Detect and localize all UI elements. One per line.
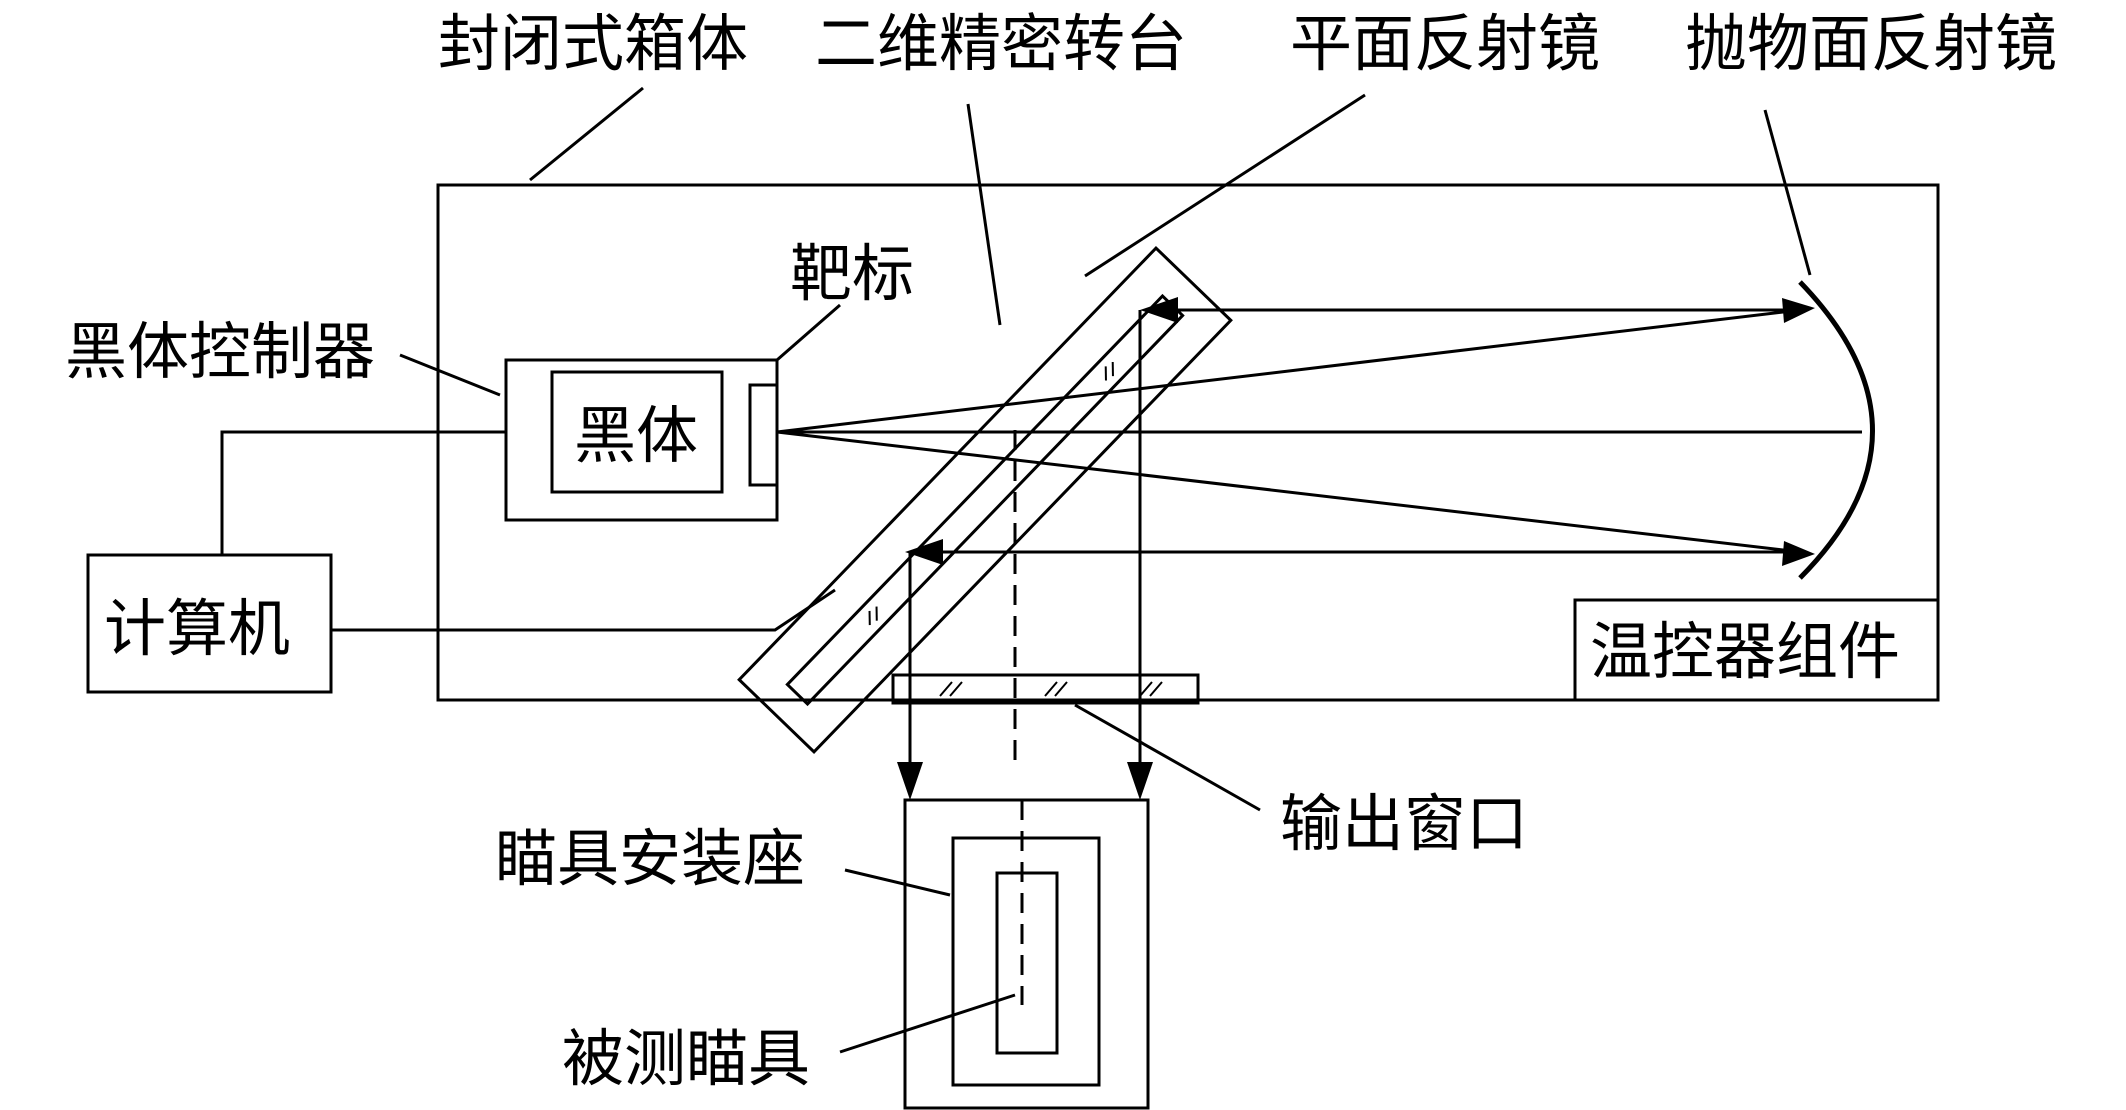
blackbody-box [550, 370, 724, 494]
label-plane-mirror: 平面反射镜 [1290, 7, 1600, 80]
window-glass-mark [1149, 681, 1163, 697]
mirror-glass-mark [875, 606, 878, 621]
leader-blackbody-controller [399, 353, 501, 397]
label-temp-controller: 温控器组件 [1590, 615, 1900, 688]
window-glass-mark [1054, 681, 1068, 697]
ray-arrowhead [1140, 297, 1178, 323]
label-blackbody-controller: 黑体控制器 [65, 315, 375, 388]
output-window [891, 673, 1200, 705]
parabolic-mirror [1798, 280, 1875, 580]
plane-mirror [785, 293, 1185, 707]
leader-sight-mount [844, 868, 951, 897]
wire-computer-turntable [331, 588, 836, 632]
leader-output-window [1074, 703, 1261, 812]
label-sight-mount: 瞄具安装座 [495, 822, 805, 895]
leader-sealed-box [529, 86, 644, 182]
leader-sight-under-test [839, 993, 1016, 1054]
window-glass-mark [1139, 681, 1153, 697]
label-blackbody: 黑体 [574, 399, 698, 472]
leader-parabolic-mirror [1763, 109, 1812, 276]
leader-target [776, 303, 841, 362]
ray-arrowhead [1127, 762, 1153, 800]
mirror-glass-mark [1111, 361, 1114, 377]
ray-target-to-mirror-lower [776, 430, 1801, 554]
ray-arrowhead [905, 539, 943, 565]
sealed-box [436, 183, 1940, 702]
sight-mount-outer [903, 798, 1150, 1110]
sight-under-test [995, 871, 1059, 1055]
label-sight-under-test: 被测瞄具 [562, 1022, 810, 1095]
label-turntable: 二维精密转台 [815, 7, 1187, 80]
sight-mount-inner [951, 836, 1101, 1087]
label-sealed-box: 封闭式箱体 [438, 7, 748, 80]
label-target: 靶标 [790, 237, 914, 310]
window-glass-mark [939, 681, 953, 697]
target-plate [748, 383, 779, 487]
window-glass-mark [949, 681, 963, 697]
label-computer: 计算机 [104, 592, 290, 665]
label-parabolic-mirror: 抛物面反射镜 [1685, 7, 2057, 80]
turntable-frame [737, 245, 1233, 755]
temp-controller-box [1573, 598, 1940, 702]
mirror-glass-mark [1104, 366, 1107, 381]
ray-arrowhead [897, 762, 923, 800]
computer-box [86, 553, 333, 694]
mirror-glass-mark [868, 610, 871, 626]
wire-computer-blackbody [220, 430, 506, 555]
ray-target-to-mirror-upper [776, 308, 1801, 434]
label-output-window: 输出窗口 [1280, 787, 1528, 860]
window-glass-mark [1044, 681, 1058, 697]
leader-turntable [966, 103, 1002, 326]
